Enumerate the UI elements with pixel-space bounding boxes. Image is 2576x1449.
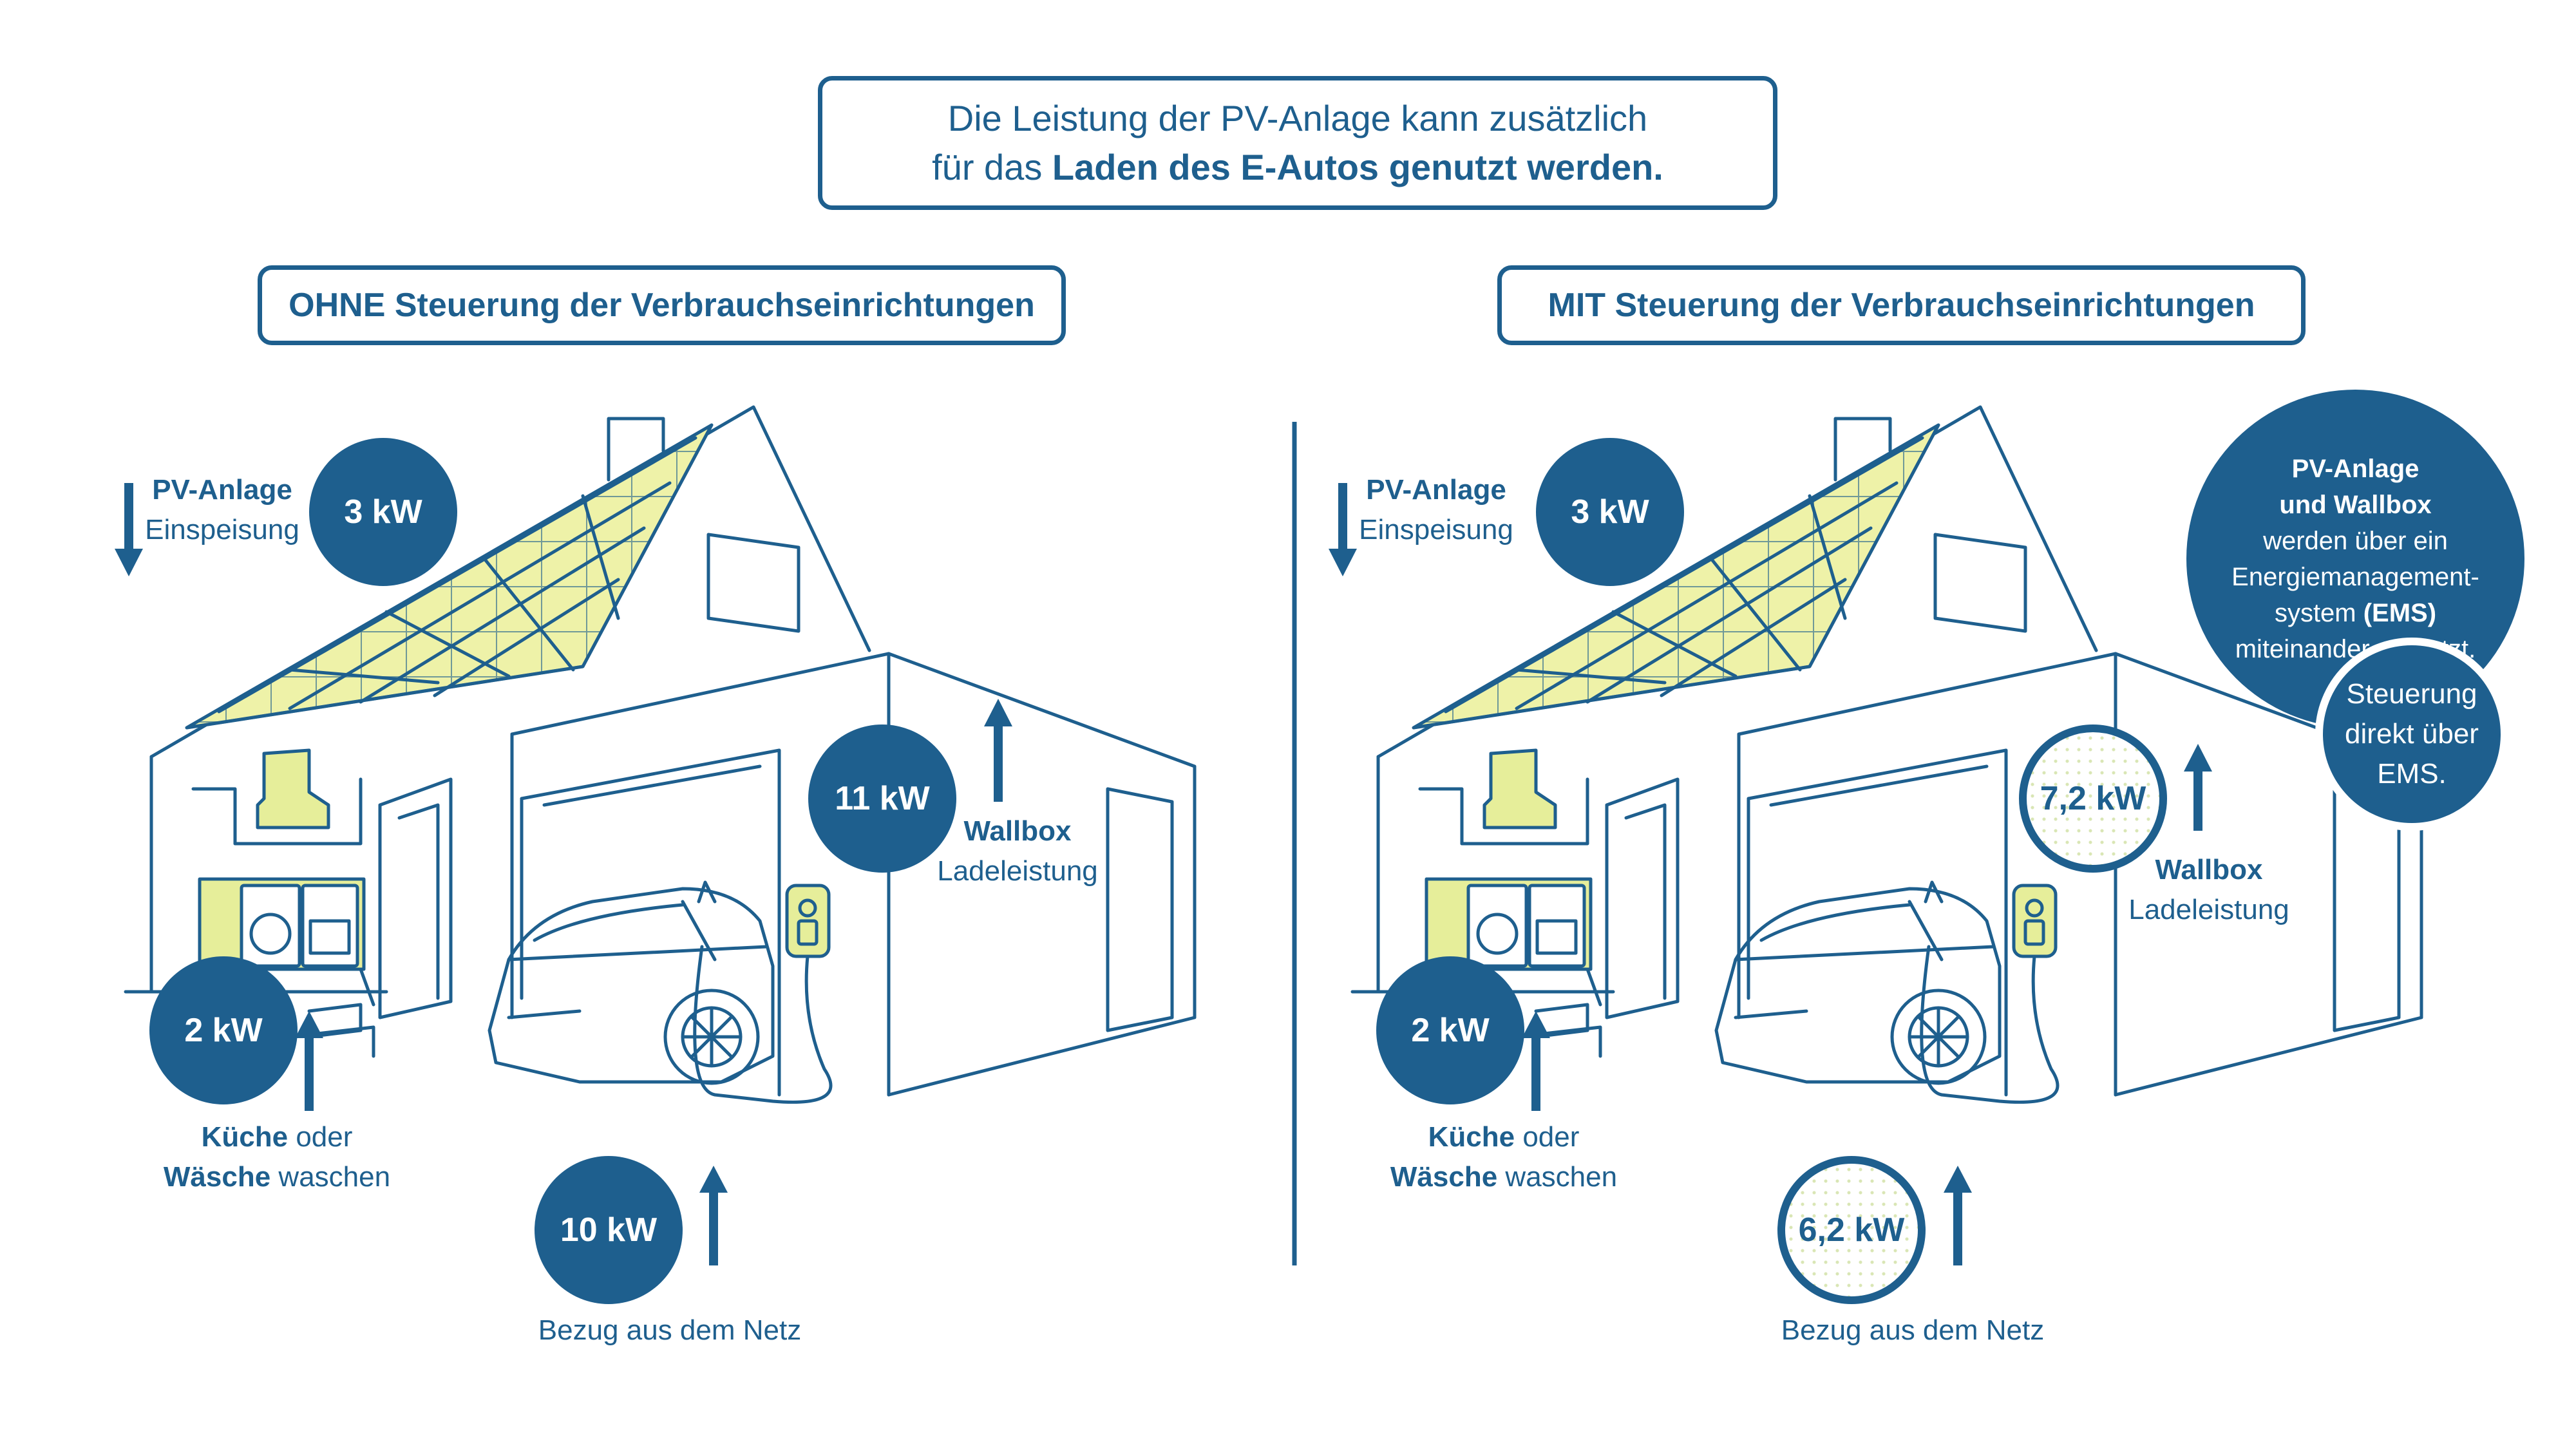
left-pv-label-bold: PV-Anlage: [152, 474, 292, 506]
left-wallbox-label-text: Ladeleistung: [937, 855, 1098, 887]
right-wallbox-label-bold: Wallbox: [2155, 854, 2263, 886]
right-kitchen-label: Küche oder Wäsche waschen: [1375, 1117, 1633, 1197]
header-line-2: für das Laden des E-Autos genutzt werden…: [932, 143, 1663, 192]
right-pv-value: 3 kW: [1536, 438, 1684, 586]
ems-line-5-bold: (EMS): [2363, 598, 2437, 627]
left-grid-value: 10 kW: [535, 1156, 683, 1304]
header-line-2-bold: Laden des E-Autos genutzt werden.: [1052, 147, 1663, 187]
right-kitchen-bold-2: Wäsche: [1390, 1161, 1498, 1193]
left-wallbox-label-bold: Wallbox: [963, 815, 1072, 847]
left-wallbox-label: Wallbox Ladeleistung: [934, 811, 1101, 891]
ems-line-1: PV-Anlage: [2291, 454, 2420, 483]
right-pv-label-text: Einspeisung: [1359, 514, 1513, 545]
left-pv-value: 3 kW: [309, 438, 457, 586]
header-line-1: Die Leistung der PV-Anlage kann zusätzli…: [947, 98, 1648, 138]
left-pv-label-text: Einspeisung: [145, 514, 299, 545]
right-pv-label: PV-Anlage Einspeisung: [1359, 470, 1513, 550]
ems-control-line-3: EMS.: [2377, 758, 2447, 790]
ems-line-4: Energiemanagement-: [2231, 562, 2479, 591]
ems-control-line-2: direkt über: [2345, 718, 2479, 750]
right-section-title: MIT Steuerung der Verbrauchseinrichtunge…: [1497, 265, 2306, 345]
header-box: Die Leistung der PV-Anlage kann zusätzli…: [818, 76, 1777, 210]
left-kitchen-bold-2: Wäsche: [163, 1161, 271, 1193]
left-kitchen-text-1: oder: [288, 1121, 353, 1153]
right-kitchen-value: 2 kW: [1376, 956, 1524, 1104]
ems-line-3: werden über ein: [2263, 526, 2448, 555]
left-kitchen-value: 2 kW: [149, 956, 298, 1104]
right-grid-label: Bezug aus dem Netz: [1781, 1314, 2045, 1346]
right-grid-value: 6,2 kW: [1777, 1156, 1926, 1304]
left-kitchen-text-2: waschen: [270, 1161, 391, 1193]
left-grid-label: Bezug aus dem Netz: [538, 1314, 802, 1346]
header-line-2-prefix: für das: [932, 147, 1052, 187]
right-kitchen-text-2: waschen: [1497, 1161, 1618, 1193]
ems-control-line-1: Steuerung: [2346, 678, 2477, 710]
left-section-title: OHNE Steuerung der Verbrauchseinrichtung…: [258, 265, 1066, 345]
ems-line-5: system (EMS): [2275, 595, 2436, 631]
left-kitchen-bold-1: Küche: [201, 1121, 289, 1153]
left-kitchen-label: Küche oder Wäsche waschen: [148, 1117, 406, 1197]
left-pv-label: PV-Anlage Einspeisung: [145, 470, 299, 550]
left-wallbox-value: 11 kW: [808, 724, 956, 873]
right-pv-label-bold: PV-Anlage: [1366, 474, 1506, 506]
arrow-down-head-icon: [115, 549, 143, 576]
right-kitchen-bold-1: Küche: [1428, 1121, 1515, 1153]
right-kitchen-text-1: oder: [1515, 1121, 1580, 1153]
ems-line-5-prefix: system: [2274, 598, 2363, 627]
right-wallbox-label-text: Ladeleistung: [2128, 894, 2289, 925]
right-wallbox-label: Wallbox Ladeleistung: [2125, 850, 2293, 930]
ems-line-2: und Wallbox: [2279, 490, 2432, 519]
ems-control-circle: Steuerung direkt über EMS.: [2315, 638, 2508, 831]
